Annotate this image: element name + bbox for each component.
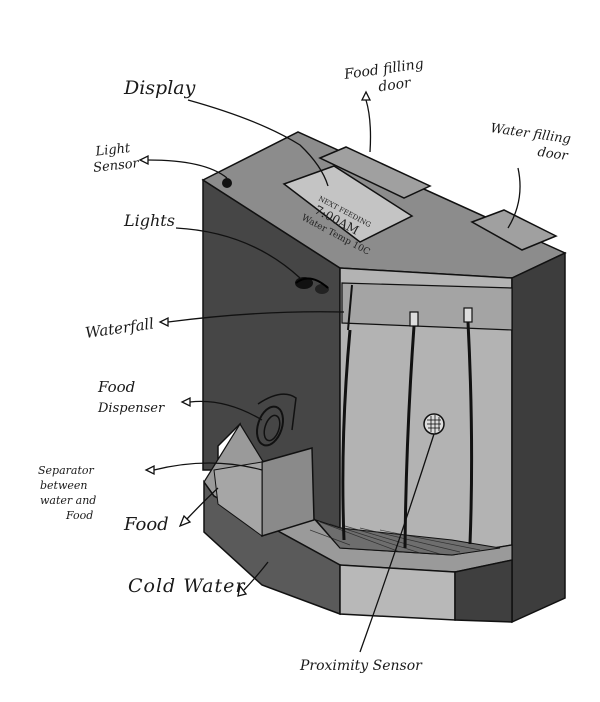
proximity-sensor [424, 414, 444, 434]
label-water-filling-door-line1: Water filling [489, 121, 571, 147]
label-food-dispenser: Food Dispenser [97, 378, 165, 416]
label-cold-water: Cold Water [128, 575, 246, 597]
label-light-sensor: Light Sensor [91, 140, 140, 176]
label-separator: Separator between water and Food [38, 464, 96, 522]
label-water-filling-door-line2: door [537, 145, 570, 164]
waterfall-channel [342, 283, 512, 330]
label-separator-line2: between [40, 479, 88, 492]
label-display: Display [123, 77, 196, 99]
label-food-filling-door: Food filling door [342, 56, 427, 100]
light-sensor [222, 178, 232, 188]
label-separator-line1: Separator [38, 464, 95, 477]
label-water-filling-door: Water filling door [487, 121, 572, 164]
label-lights: Lights [123, 211, 175, 230]
label-separator-line3: water and [40, 494, 96, 507]
label-waterfall: Waterfall [84, 314, 155, 341]
device-right-face [512, 253, 565, 622]
label-food-dispenser-line2: Dispenser [97, 401, 165, 416]
label-food-dispenser-line1: Food [97, 378, 135, 396]
separator-panel [262, 448, 314, 536]
label-proximity-sensor: Proximity Sensor [299, 658, 423, 674]
tray-front-right [340, 565, 455, 620]
label-food: Food [123, 514, 169, 535]
label-food-filling-door-line2: door [377, 75, 413, 96]
label-separator-line4: Food [65, 509, 93, 522]
